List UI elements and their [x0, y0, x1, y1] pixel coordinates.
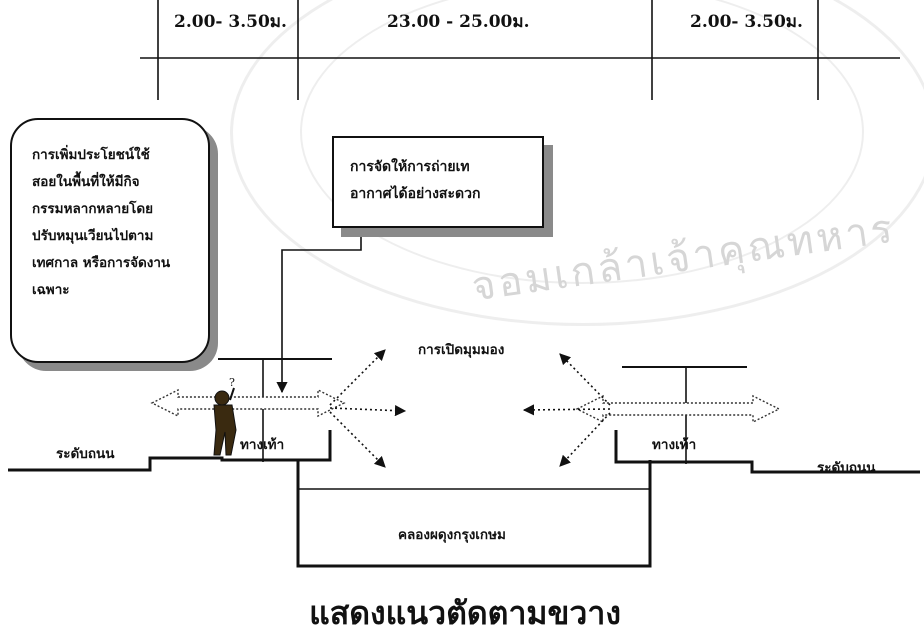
- dimension-label-right: 2.00- 3.50ม.: [690, 12, 803, 32]
- canal-label: คลองผดุงกรุงเกษม: [398, 527, 506, 543]
- right-airflow-arrow: [575, 394, 781, 424]
- callout-bubble-line: เฉพาะ: [32, 282, 70, 298]
- road-level-label-right: ระดับถนน: [817, 460, 876, 476]
- diagram-title: แสดงแนวตัดตามขวาง: [309, 594, 621, 632]
- ground-profile: [8, 430, 920, 568]
- callout-box: การจัดให้การถ่ายเท อากาศได้อย่างสะดวก: [332, 136, 544, 228]
- ray-right-up: [559, 353, 611, 406]
- callout-bubble: การเพิ่มประโยชน์ใช้ สอยในพื้นที่ให้มีกิจ…: [10, 118, 210, 363]
- left-airflow-arrow: [150, 388, 346, 418]
- view-opening-label: การเปิดมุมมอง: [418, 342, 505, 358]
- dimension-label-left: 2.00- 3.50ม.: [174, 12, 287, 32]
- ray-right-down: [559, 412, 611, 467]
- callout-bubble-line: กรรมหลากหลายโดย: [32, 201, 154, 217]
- canal-walls: [296, 460, 652, 568]
- left-ground-line: [8, 430, 332, 472]
- sidewalk-label-left: ทางเท้า: [240, 437, 285, 453]
- dimension-label-center: 23.00 - 25.00ม.: [387, 12, 530, 32]
- callout-bubble-line: เทศกาล หรือการจัดงาน: [32, 255, 171, 271]
- right-ground-line: [614, 430, 920, 474]
- callout-box-line: อากาศได้อย่างสะดวก: [350, 186, 481, 202]
- callout-bubble-line: สอยในพื้นที่ให้มีกิจ: [32, 174, 140, 190]
- canopy-markers: [218, 358, 747, 464]
- airflow-arrows: [150, 388, 781, 424]
- callout-box-line: การจัดให้การถ่ายเท: [350, 159, 470, 175]
- ray-right-mid: [522, 404, 611, 416]
- ray-left-down: [329, 411, 386, 468]
- view-rays: [329, 349, 611, 468]
- sidewalk-label-right: ทางเท้า: [652, 437, 697, 453]
- pedestrian-figure: [213, 387, 237, 456]
- dimension-lines: [140, 0, 900, 100]
- road-level-label-left: ระดับถนน: [56, 446, 115, 462]
- ray-left-mid: [329, 405, 407, 417]
- watermark-seal-inner-ring: [300, 0, 864, 284]
- callout-bubble-line: การเพิ่มประโยชน์ใช้: [32, 147, 150, 163]
- question-mark: ?: [229, 376, 235, 389]
- callout-bubble-line: ปรับหมุนเวียนไปตาม: [32, 228, 154, 244]
- ray-left-up: [329, 349, 386, 406]
- callout-connector-arrow: [276, 227, 362, 394]
